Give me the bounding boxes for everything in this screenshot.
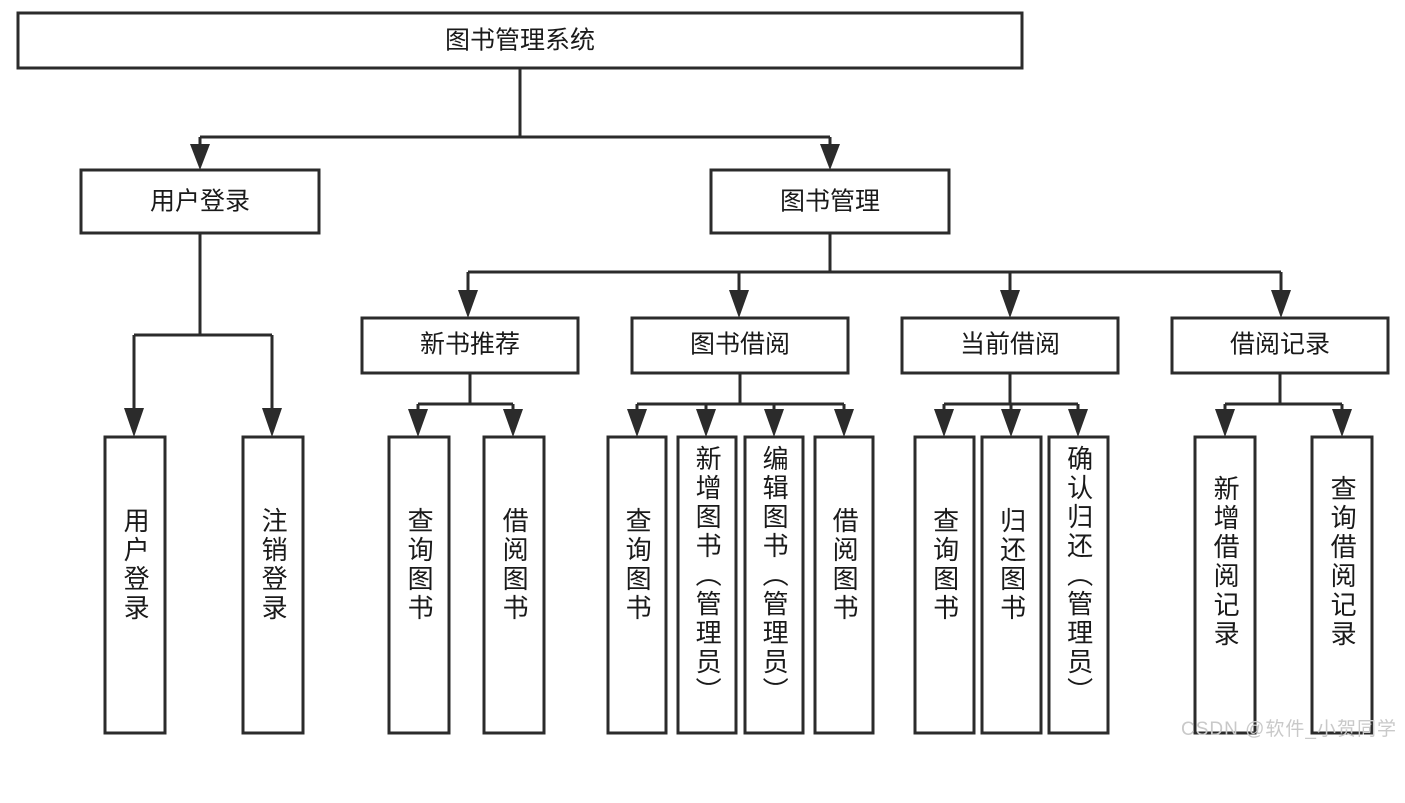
arrow-to-leaf-add-record — [1215, 409, 1235, 437]
leaf-box-query-record[interactable] — [1310, 435, 1374, 735]
arrow-to-borrow-record — [1271, 290, 1291, 318]
arrow-to-leaf-borrow-book-1 — [503, 409, 523, 437]
arrow-to-leaf-query-book-1 — [408, 409, 428, 437]
node-root[interactable]: 图书管理系统 — [16, 11, 1024, 70]
node-user-login[interactable]: 用户登录 — [79, 168, 321, 235]
arrow-to-leaf-user-login — [124, 408, 144, 437]
leaf-box-query-book-1[interactable] — [387, 435, 451, 735]
borrow-record-label: 借阅记录 — [1230, 331, 1330, 359]
arrow-to-user-login — [190, 144, 210, 170]
book-borrow-box[interactable] — [630, 316, 850, 375]
leaf-box-confirm-return[interactable] — [1047, 435, 1110, 735]
leaf-box-user-logout[interactable] — [241, 435, 305, 735]
new-book-recommend-box[interactable] — [360, 316, 580, 375]
tree-diagram-svg: 图书管理系统 用户登录 图书管理 — [16, 11, 1390, 735]
leaf-box-query-book-3[interactable] — [913, 435, 976, 735]
arrow-to-leaf-return-book — [1001, 409, 1021, 437]
leaf-box-borrow-book-1[interactable] — [482, 435, 546, 735]
user-login-label: 用户登录 — [150, 188, 250, 216]
diagram-canvas: 图书管理系统 用户登录 图书管理 — [16, 11, 1397, 740]
new-book-recommend-label: 新书推荐 — [420, 331, 520, 359]
leaf-box-user-login[interactable] — [103, 435, 167, 735]
book-borrow-label: 图书借阅 — [690, 331, 790, 359]
node-borrow-record[interactable]: 借阅记录 — [1170, 316, 1390, 375]
current-borrow-label: 当前借阅 — [960, 331, 1060, 359]
leaf-box-query-book-2[interactable] — [606, 435, 668, 735]
book-management-label: 图书管理 — [780, 188, 880, 216]
node-book-management[interactable]: 图书管理 — [709, 168, 951, 235]
root-box[interactable] — [16, 11, 1024, 70]
leaf-box-add-book[interactable] — [676, 435, 738, 735]
arrow-to-leaf-confirm-return — [1068, 409, 1088, 437]
arrow-to-leaf-borrow-book-2 — [834, 409, 854, 437]
arrow-to-leaf-query-book-3 — [934, 409, 954, 437]
borrow-record-box[interactable] — [1170, 316, 1390, 375]
node-current-borrow[interactable]: 当前借阅 — [900, 316, 1120, 375]
node-book-borrow[interactable]: 图书借阅 — [630, 316, 850, 375]
arrow-to-leaf-user-logout — [262, 408, 282, 437]
arrow-to-leaf-query-record — [1332, 409, 1352, 437]
leaf-box-borrow-book-2[interactable] — [813, 435, 875, 735]
arrow-to-leaf-query-book-2 — [627, 409, 647, 437]
book-management-box[interactable] — [709, 168, 951, 235]
arrow-to-leaf-edit-book — [764, 409, 784, 437]
leaf-box-add-record[interactable] — [1193, 435, 1257, 735]
watermark-text: CSDN @软件_小贺同学 — [1181, 719, 1397, 740]
node-new-book-recommend[interactable]: 新书推荐 — [360, 316, 580, 375]
arrow-to-new-book-recommend — [458, 290, 478, 318]
leaf-box-edit-book[interactable] — [743, 435, 805, 735]
arrow-to-book-borrow — [729, 290, 749, 318]
arrow-to-leaf-add-book — [696, 409, 716, 437]
arrow-to-current-borrow — [1000, 290, 1020, 318]
arrow-to-book-management — [820, 144, 840, 170]
root-label: 图书管理系统 — [445, 27, 595, 55]
current-borrow-box[interactable] — [900, 316, 1120, 375]
leaf-box-return-book[interactable] — [980, 435, 1043, 735]
